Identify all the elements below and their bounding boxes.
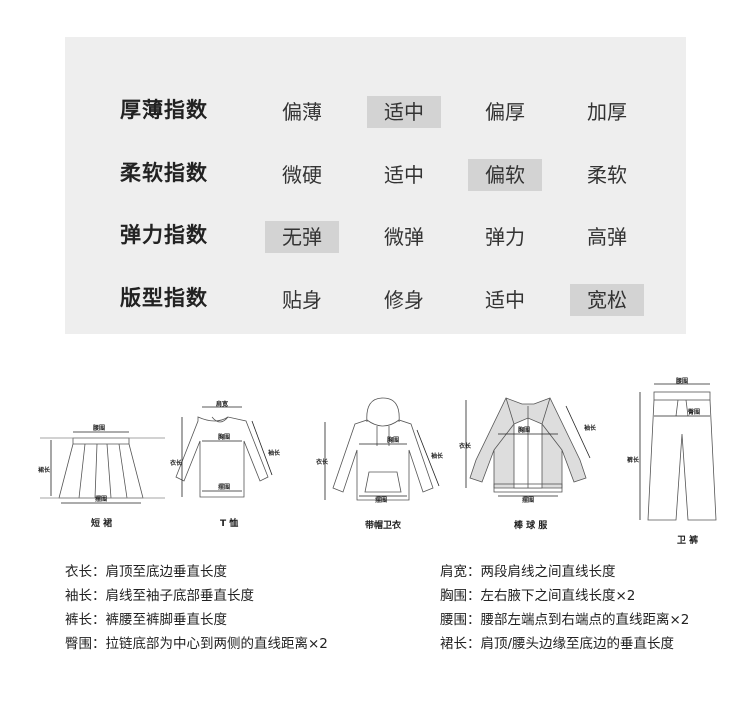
baseball-hem-label: 摆围 — [522, 496, 534, 503]
index-option: 偏薄 — [282, 100, 322, 124]
index-label: 版型指数 — [120, 286, 208, 310]
measurement-definitions-right: 肩宽：两段肩线之间直线长度 胸围：左右腋下之间直线长度×2 腰围：腰部左端点到右… — [440, 560, 689, 656]
tshirt-length-label: 衣长 — [170, 459, 183, 467]
tshirt-sleeve-label: 袖长 — [268, 449, 281, 457]
baseball-length-label: 衣长 — [459, 442, 472, 450]
definition-item: 胸围：左右腋下之间直线长度×2 — [440, 588, 636, 604]
index-row-elasticity: 弹力指数 无弹 微弹 弹力 高弹 — [65, 215, 686, 255]
pants-hip-label: 臀围 — [688, 408, 700, 416]
index-label: 弹力指数 — [120, 223, 208, 247]
index-option: 偏厚 — [485, 100, 525, 124]
skirt-diagram: 腰围 裙长 摆围 短 裙 — [35, 410, 165, 529]
measurement-definitions-left: 衣长：肩顶至底边垂直长度 袖长：肩线至袖子底部垂直长度 裤长：裤腰至裤脚垂直长度… — [65, 560, 328, 656]
index-row-softness: 柔软指数 微硬 适中 偏软 柔软 — [65, 153, 686, 193]
index-option: 适中 — [485, 288, 525, 312]
index-label: 厚薄指数 — [120, 98, 208, 122]
index-option-selected: 无弹 — [265, 221, 339, 253]
baseball-jacket-icon: 胸围 衣长 袖长 摆围 — [459, 397, 597, 503]
definition-item: 衣长：肩顶至底边垂直长度 — [65, 564, 227, 580]
skirt-icon: 腰围 裙长 摆围 — [38, 424, 165, 504]
definition-item: 裤长：裤腰至裤脚垂直长度 — [65, 612, 227, 628]
garment-name: 卫 裤 — [677, 536, 699, 546]
index-option: 修身 — [384, 288, 424, 312]
fabric-index-panel: 厚薄指数 偏薄 适中 偏厚 加厚 柔软指数 微硬 适中 偏软 柔软 弹力指数 无… — [65, 37, 686, 334]
skirt-hem-label: 摆围 — [95, 495, 107, 503]
definition-item: 袖长：肩线至袖子底部垂直长度 — [65, 588, 254, 604]
index-option: 加厚 — [587, 100, 627, 124]
hoodie-hem-label: 摆围 — [375, 496, 387, 504]
jogger-pants-diagram: 腰围 臀围 裤长 卫 裤 — [624, 370, 734, 546]
hoodie-diagram: 胸围 衣长 袖长 摆围 带帽卫衣 — [315, 392, 450, 531]
garment-name: T 恤 — [220, 519, 239, 529]
baseball-chest-label: 胸围 — [518, 426, 530, 434]
hoodie-length-label: 衣长 — [316, 458, 329, 466]
hoodie-chest-label: 胸围 — [387, 436, 399, 444]
garment-name: 带帽卫衣 — [365, 521, 402, 531]
index-option: 柔软 — [587, 163, 627, 187]
hoodie-icon: 胸围 衣长 袖长 摆围 — [316, 397, 444, 504]
index-row-thickness: 厚薄指数 偏薄 适中 偏厚 加厚 — [65, 90, 686, 130]
index-option: 高弹 — [587, 225, 627, 249]
index-option-selected: 适中 — [367, 96, 441, 128]
tshirt-chest-label: 胸围 — [218, 433, 230, 441]
tshirt-icon: 肩宽 胸围 衣长 袖长 摆围 — [170, 400, 281, 498]
index-option-selected: 宽松 — [570, 284, 644, 316]
index-option: 适中 — [384, 163, 424, 187]
pants-length-label: 裤长 — [627, 456, 640, 464]
skirt-waist-label: 腰围 — [92, 424, 105, 432]
index-option: 微硬 — [282, 163, 322, 187]
index-row-fit: 版型指数 贴身 修身 适中 宽松 — [65, 278, 686, 318]
index-option-selected: 偏软 — [468, 159, 542, 191]
garment-name: 棒 球 服 — [514, 521, 548, 531]
garment-name: 短 裙 — [91, 519, 113, 529]
skirt-length-label: 裙长 — [38, 466, 51, 474]
hoodie-sleeve-label: 袖长 — [431, 452, 444, 460]
definition-item: 腰围：腰部左端点到右端点的直线距离×2 — [440, 612, 690, 628]
tshirt-diagram: 肩宽 胸围 衣长 袖长 摆围 T 恤 — [168, 395, 288, 529]
definition-item: 裙长：肩顶/腰头边缘至底边的垂直长度 — [440, 636, 675, 652]
baseball-jacket-diagram: 胸围 衣长 袖长 摆围 棒 球 服 — [458, 388, 608, 531]
index-option: 贴身 — [282, 288, 322, 312]
tshirt-hem-label: 摆围 — [218, 483, 230, 491]
baseball-sleeve-label: 袖长 — [584, 424, 597, 432]
definition-item: 肩宽：两段肩线之间直线长度 — [440, 564, 616, 580]
index-option: 微弹 — [384, 225, 424, 249]
pants-waist-label: 腰围 — [675, 377, 688, 385]
index-label: 柔软指数 — [120, 161, 208, 185]
pants-icon: 腰围 臀围 裤长 — [627, 377, 717, 521]
tshirt-shoulder-label: 肩宽 — [216, 400, 228, 408]
definition-item: 臀围：拉链底部为中心到两侧的直线距离×2 — [65, 636, 328, 652]
index-option: 弹力 — [485, 225, 525, 249]
